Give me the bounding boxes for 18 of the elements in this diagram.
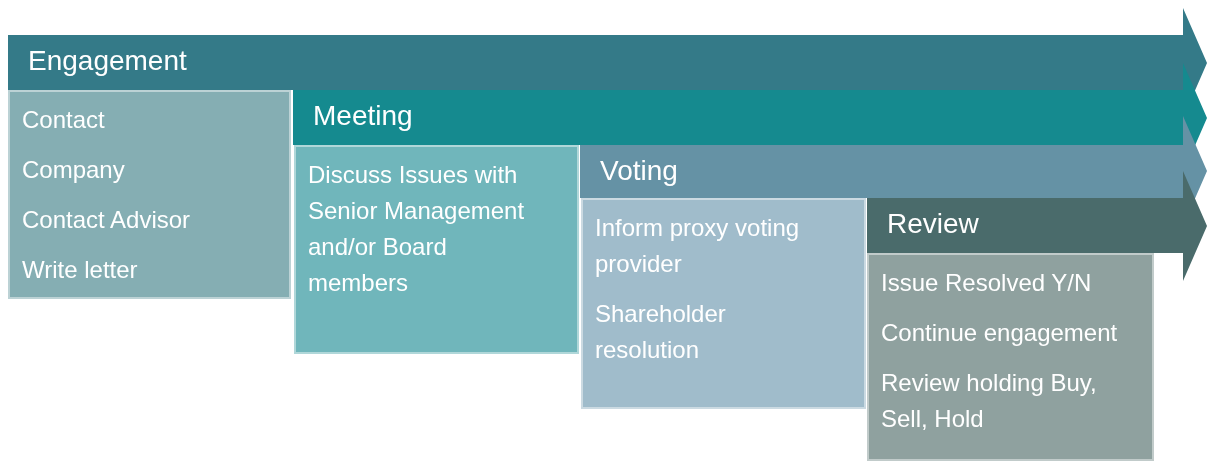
step-text: Write letter [22, 255, 139, 285]
step-text: Review holding Buy, Sell, Hold [881, 368, 1098, 434]
step-text: Contact [22, 105, 106, 135]
stage-panel [581, 198, 866, 409]
step-text: Discuss Issues with Senior Management and/or Board members [308, 160, 526, 298]
step-text: Issue Resolved Y/N [881, 268, 1093, 298]
stage-panel [8, 90, 291, 299]
stage-panel [294, 145, 579, 354]
step-text: Contact Advisor [22, 205, 192, 235]
stage-panel [867, 253, 1154, 461]
step-text: Company [22, 155, 126, 185]
stage-heading: Engagement [28, 45, 187, 77]
step-text: Inform proxy voting provider [595, 213, 801, 279]
step-text: Continue engagement [881, 318, 1119, 348]
step-text: Shareholder resolution [595, 299, 727, 365]
stage-heading: Review [887, 208, 979, 240]
stage-heading: Meeting [313, 100, 413, 132]
stage-heading: Voting [600, 155, 678, 187]
